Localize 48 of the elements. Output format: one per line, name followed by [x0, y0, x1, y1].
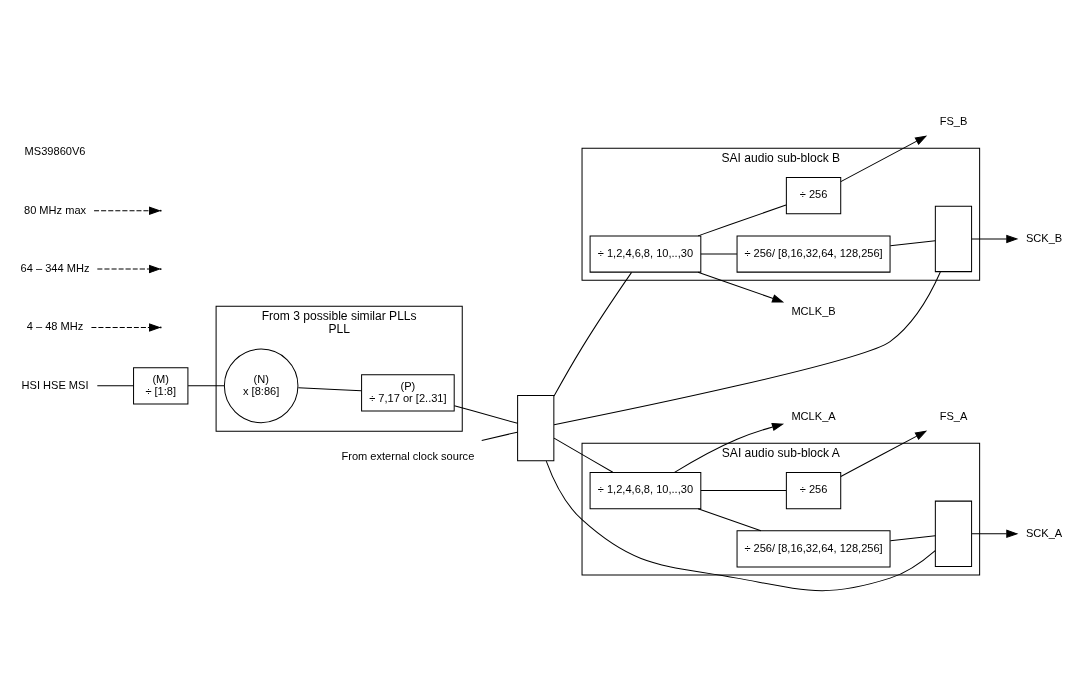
connector [481, 431, 518, 441]
node-box: ÷ 256 [785, 176, 842, 214]
node-trapezoid [934, 500, 973, 567]
arrow [93, 206, 162, 215]
node-text: 4 – 48 MHz [26, 319, 84, 332]
connector [96, 384, 134, 386]
node-text: MCLK_A [791, 409, 836, 422]
connector [297, 386, 362, 391]
node-text: MCLK_B [791, 304, 836, 317]
node-text: SCK_B [1025, 231, 1063, 244]
connector [697, 203, 787, 236]
node-text: From external clock source [341, 449, 475, 462]
connector [700, 253, 738, 254]
arrow [840, 135, 928, 182]
node-trapezoid [517, 394, 555, 461]
label: MS39860V6 [24, 144, 86, 157]
node-circle: (N) x [8:86] [223, 348, 299, 423]
node-box: ÷ 256/ [8,16,32,64, 128,256] [736, 234, 891, 273]
connector [889, 534, 936, 541]
connector [697, 507, 762, 531]
connector [553, 271, 633, 397]
node-box: ÷ 1,2,4,6,8, 10,..,30 [589, 234, 702, 273]
connector [187, 384, 225, 386]
arrow [971, 234, 1019, 243]
node-text: 64 – 344 MHz [20, 261, 90, 274]
arrow [840, 430, 928, 477]
connector [553, 270, 941, 425]
node-label: From 3 possible similar PLLs [261, 308, 417, 323]
connector [545, 460, 936, 591]
arrow [971, 529, 1019, 538]
node-text: SCK_A [1025, 526, 1063, 539]
node-box: ÷ 256/ [8,16,32,64, 128,256] [736, 529, 891, 568]
node-text: HSI HSE MSI [21, 378, 89, 391]
connector [553, 437, 614, 473]
node-trapezoid [934, 205, 973, 272]
arrow [674, 422, 785, 473]
arrow [697, 271, 785, 302]
node-box: ÷ 256 [785, 471, 842, 509]
node-text: FS_A [939, 409, 968, 422]
connector [889, 239, 936, 246]
arrow [96, 264, 162, 273]
node-box: (M) ÷ [1:8] [133, 366, 189, 404]
node-text: 80 MHz max [24, 203, 87, 216]
node-box: ÷ 1,2,4,6,8, 10,..,30 [589, 471, 702, 509]
connector [453, 404, 519, 424]
connector [700, 489, 787, 491]
node-text: FS_B [939, 114, 968, 127]
node-box: (P) ÷ 7,17 or [2..31] [361, 373, 455, 412]
